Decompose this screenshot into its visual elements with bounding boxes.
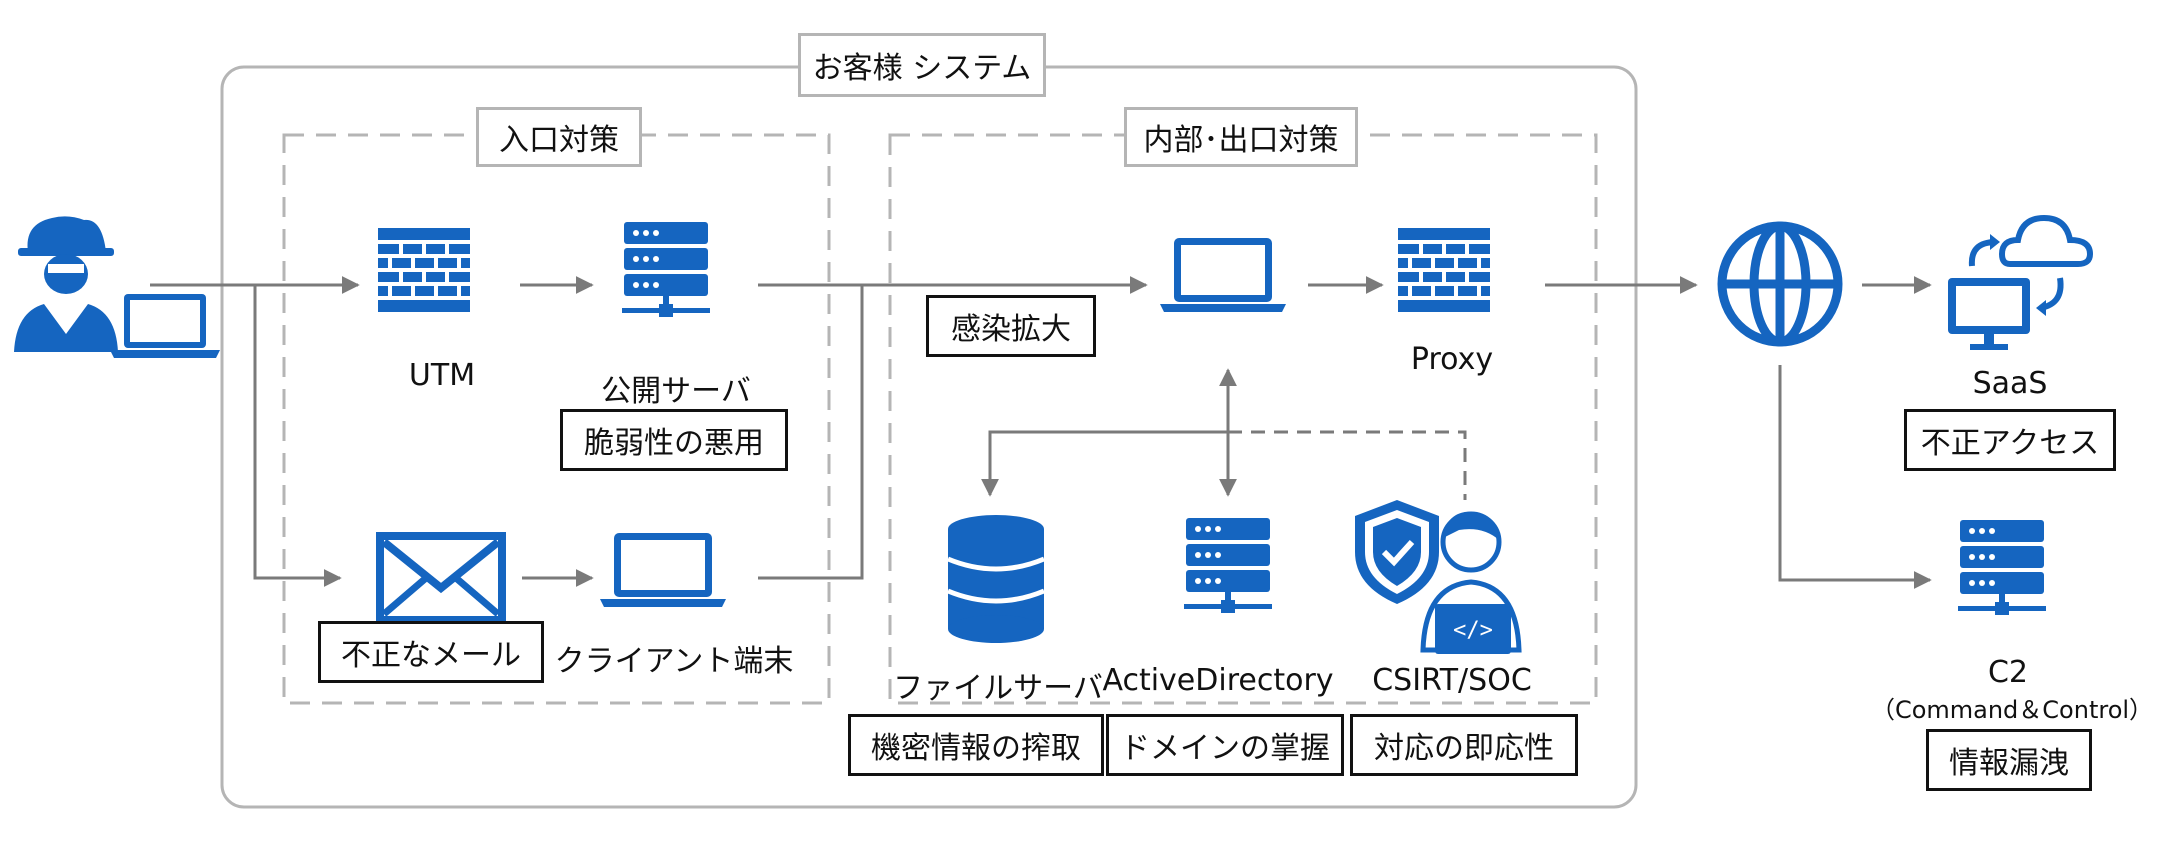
utm-firewall-icon [376, 226, 472, 314]
threat-theft: 機密情報の搾取 [848, 714, 1104, 776]
utm-label: UTM [408, 358, 476, 393]
client-label: クライアント端末 [554, 644, 794, 679]
internal-pc-icon [1160, 238, 1286, 312]
threat-vulnerability: 脆弱性の悪用 [560, 409, 788, 471]
threat-leak: 情報漏洩 [1926, 729, 2092, 791]
client-laptop-icon [600, 533, 726, 607]
threat-unauthorized: 不正アクセス [1904, 409, 2116, 471]
system-group-label: お客様 システム [798, 33, 1046, 97]
threat-malicious-mail: 不正なメール [318, 621, 544, 683]
globe-icon [1717, 221, 1843, 347]
svg-text:</>: </> [1453, 618, 1493, 643]
ad-server-icon [1184, 518, 1272, 613]
c2-server-icon [1958, 520, 2046, 615]
file-server-label: ファイルサーバ [893, 671, 1103, 706]
c2-label: C2 [1987, 655, 2029, 690]
active-directory-label: ActiveDirectory [1102, 663, 1334, 698]
database-icon [947, 515, 1045, 643]
hacker-icon [14, 216, 118, 352]
security-analyst-icon: </> [1355, 500, 1522, 654]
internal-group-label: 内部･出口対策 [1124, 107, 1358, 167]
saas-label: SaaS [1972, 366, 2048, 401]
proxy-firewall-icon [1396, 226, 1492, 314]
public-server-label: 公開サーバ [601, 374, 751, 409]
envelope-icon [376, 532, 506, 624]
attacker-laptop-icon [110, 294, 220, 358]
threat-spread: 感染拡大 [926, 295, 1096, 357]
c2-sub-label: （Command＆Control） [1870, 696, 2154, 724]
cloud-sync-icon [1948, 214, 2094, 350]
arrow-client-internal [758, 285, 864, 580]
entry-group-label: 入口対策 [476, 107, 642, 167]
arrow-globe-c2 [1778, 365, 1932, 589]
threat-response: 対応の即応性 [1350, 714, 1578, 776]
threat-domain: ドメインの掌握 [1106, 714, 1344, 776]
dashed-csirt [1228, 430, 1467, 500]
csirt-label: CSIRT/SOC [1372, 663, 1532, 698]
public-server-icon [622, 222, 710, 317]
arrow-attacker-mail [253, 285, 342, 587]
arrow-to-fileserver [981, 430, 1228, 497]
proxy-label: Proxy [1410, 342, 1494, 377]
